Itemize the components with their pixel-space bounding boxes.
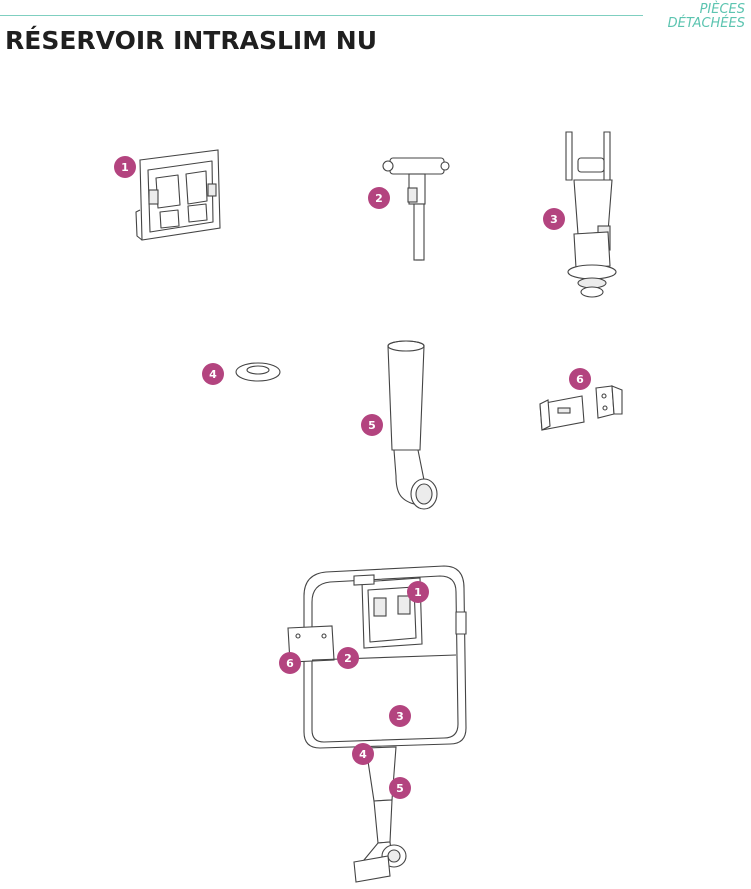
- part-badge-4: 4: [202, 363, 224, 385]
- assembly-badge-6: 6: [279, 652, 301, 674]
- part-2-fill-valve-illustration: [382, 157, 450, 261]
- assembly-badge-4: 4: [352, 743, 374, 765]
- svg-text:4: 4: [209, 368, 217, 381]
- section-tag: PIÈCES DÉTACHÉES: [668, 3, 745, 31]
- svg-text:3: 3: [550, 213, 558, 226]
- assembly-badge-1: 1: [407, 581, 429, 603]
- part-1-frame-illustration: [135, 149, 221, 241]
- svg-text:2: 2: [375, 192, 383, 205]
- svg-text:1: 1: [414, 586, 422, 599]
- assembly-badge-3: 3: [389, 705, 411, 727]
- part-5-pipe-illustration: [387, 340, 438, 510]
- svg-text:6: 6: [576, 373, 584, 386]
- part-badge-2: 2: [368, 187, 390, 209]
- page-title: RÉSERVOIR INTRASLIM NU: [5, 26, 377, 55]
- svg-text:5: 5: [396, 782, 404, 795]
- header-rule: [0, 15, 643, 16]
- svg-text:5: 5: [368, 419, 376, 432]
- part-4-washer-illustration: [235, 362, 281, 382]
- part-6-brackets-illustration: [539, 385, 623, 431]
- svg-text:2: 2: [344, 652, 352, 665]
- assembly-badge-2: 2: [337, 647, 359, 669]
- section-tag-line1: PIÈCES: [699, 2, 745, 17]
- part-badge-6: 6: [569, 368, 591, 390]
- assembly-badge-5: 5: [389, 777, 411, 799]
- part-badge-3: 3: [543, 208, 565, 230]
- assembly-illustration: [287, 565, 467, 883]
- part-badge-1: 1: [114, 156, 136, 178]
- svg-text:4: 4: [359, 748, 367, 761]
- part-badge-5: 5: [361, 414, 383, 436]
- svg-text:1: 1: [121, 161, 129, 174]
- section-tag-line2: DÉTACHÉES: [667, 16, 745, 31]
- svg-text:6: 6: [286, 657, 294, 670]
- svg-text:3: 3: [396, 710, 404, 723]
- part-3-flush-valve-illustration: [565, 131, 617, 298]
